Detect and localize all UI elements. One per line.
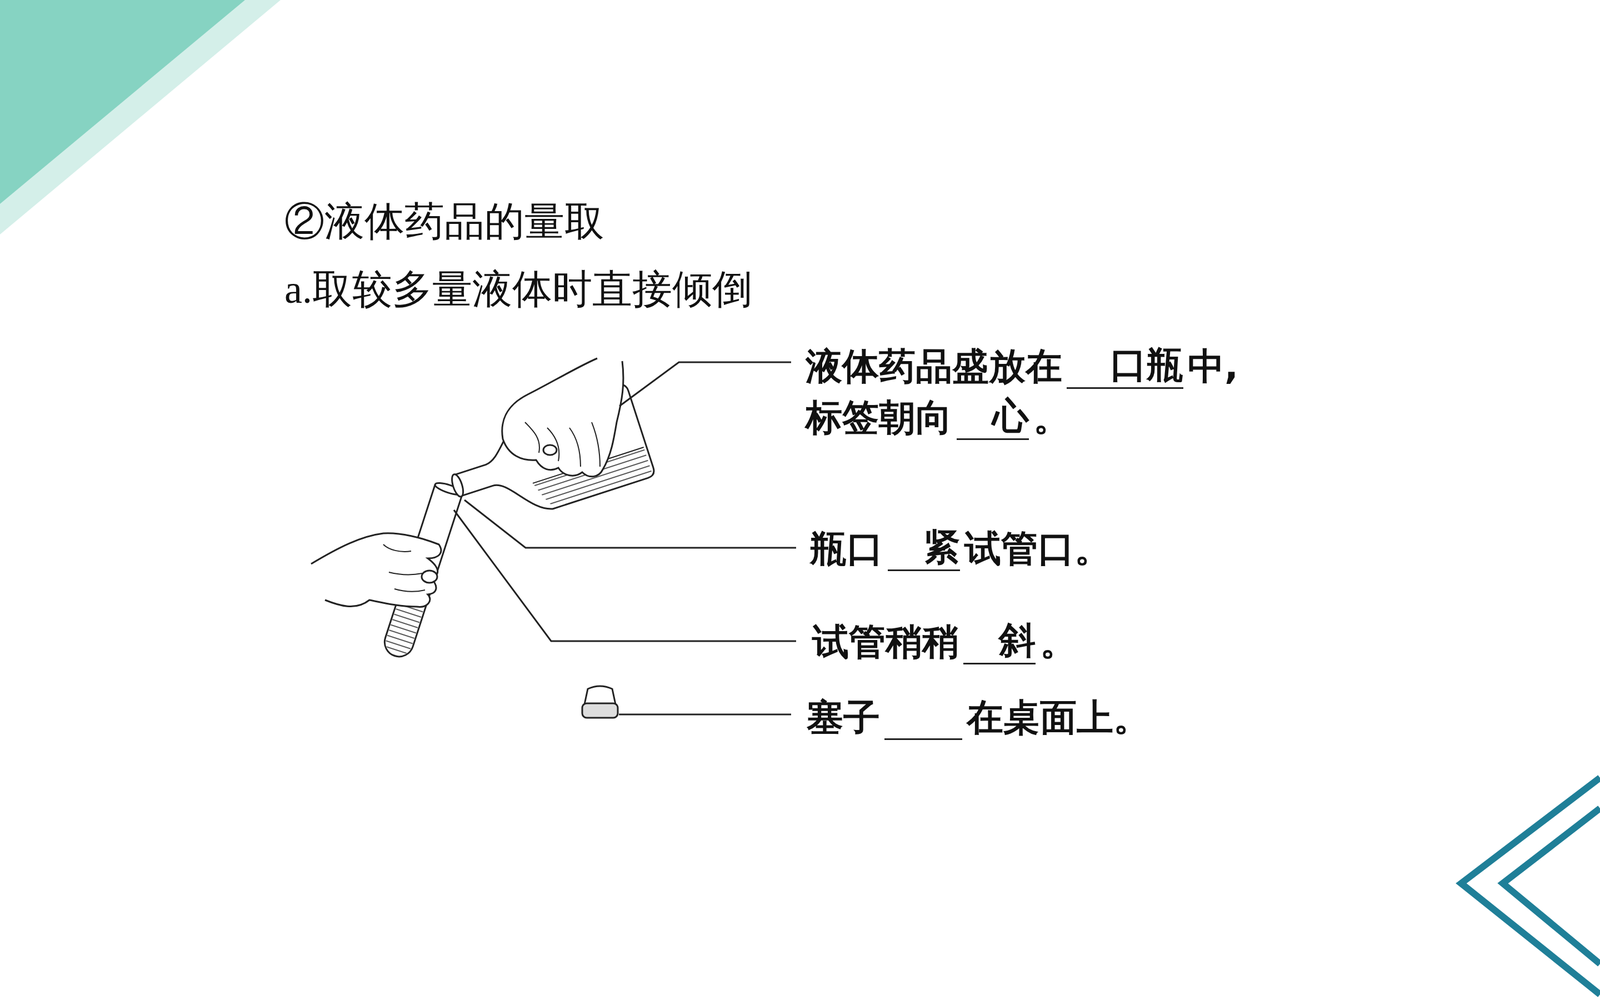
thumb	[421, 570, 438, 583]
label-text: 。	[1033, 395, 1070, 440]
answer-blank: 心	[956, 393, 1029, 440]
answer-blank	[884, 693, 963, 740]
finger-lines	[383, 544, 425, 592]
corner-triangle	[0, 0, 245, 204]
leader-line	[618, 713, 792, 716]
label-text: 液体药品盛放在	[805, 344, 1063, 389]
label-text: 在桌面上。	[966, 695, 1150, 740]
label-text: 试管口。	[964, 526, 1112, 571]
corner-chevron	[1461, 777, 1600, 995]
answer-text: 斜	[998, 618, 1036, 663]
callout-label: 塞子 在桌面上。	[806, 693, 1150, 740]
corner-band	[0, 0, 281, 235]
callout-label: 液体药品盛放在 口瓶中,	[805, 342, 1239, 389]
answer-text: 紧	[923, 525, 960, 570]
heading: ②液体药品的量取	[284, 197, 605, 246]
label-text: 试管稍稍	[812, 620, 959, 664]
callout-label: 试管稍稍斜。	[812, 618, 1077, 665]
answer-blank: 斜	[963, 618, 1036, 665]
label-text: 瓶口	[810, 526, 884, 571]
answer-text: 口瓶	[1110, 342, 1184, 388]
callout-label: 瓶口紧试管口。	[810, 525, 1112, 572]
left-hand	[311, 533, 442, 608]
label-text: 中,	[1187, 344, 1239, 389]
answer-blank: 紧	[887, 525, 960, 572]
leader-line	[619, 362, 792, 407]
label-text: 。	[1040, 620, 1077, 664]
thumb	[543, 445, 557, 455]
callout-label: 标签朝向心。	[805, 393, 1070, 440]
label-text: 塞子	[806, 695, 880, 740]
answer-text: 心	[992, 393, 1029, 439]
leader-line	[464, 500, 797, 548]
right-hand	[502, 358, 624, 477]
corner-chevron	[1502, 808, 1600, 964]
finger-lines	[525, 422, 600, 467]
label-text: 标签朝向	[805, 395, 953, 440]
leader-line	[453, 510, 797, 642]
stopper	[582, 686, 618, 718]
answer-blank: 口瓶	[1066, 342, 1184, 389]
subheading: a.取较多量液体时直接倾倒	[284, 265, 753, 314]
